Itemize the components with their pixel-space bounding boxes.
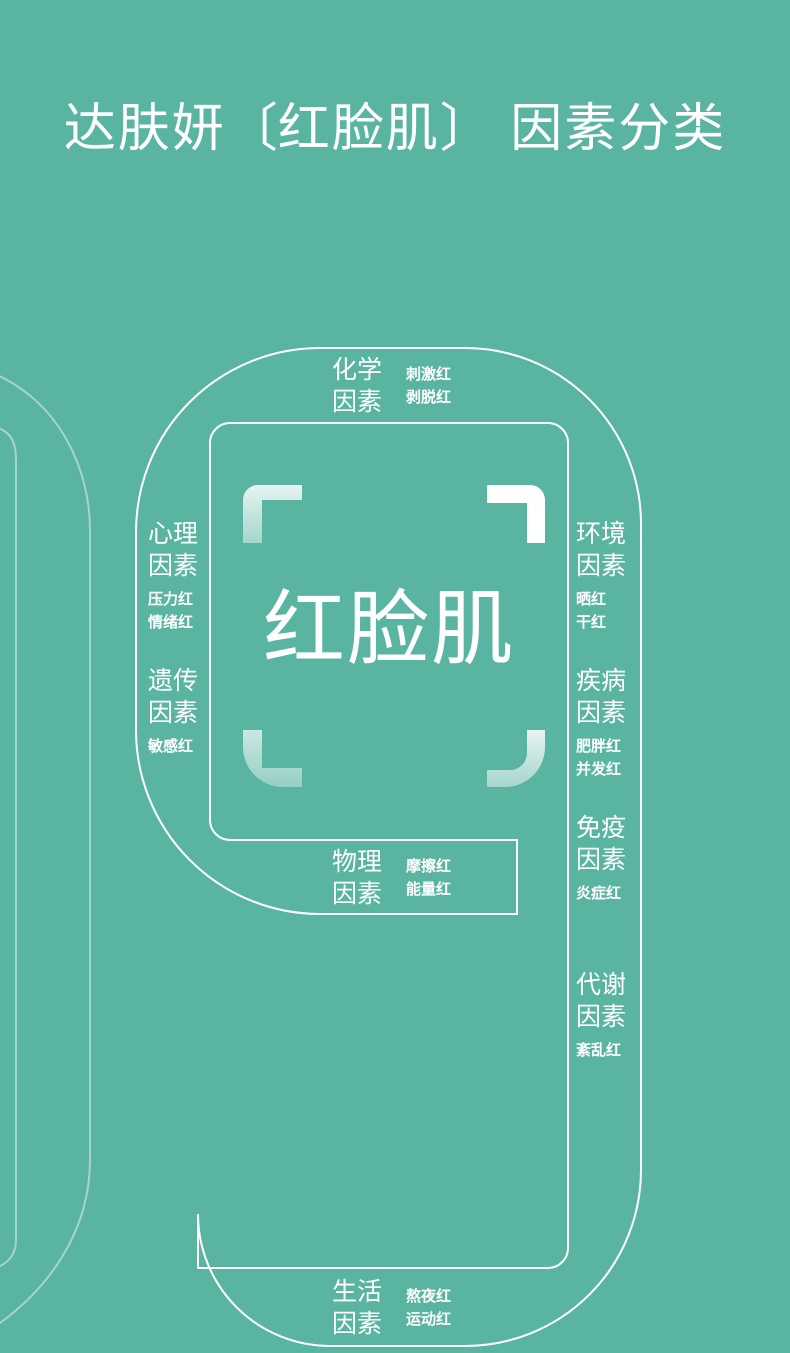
factor-subs: 紊乱红 [576,1041,622,1059]
factor-subs: 炎症红 [576,884,622,902]
factor-subs: 刺激红 剥脱红 [406,365,452,406]
factor-immune: 免疫因素 炎症红 [576,812,636,905]
factor-env: 环境因素 晒红 干红 [576,518,636,634]
corner-bottom-right [487,730,545,787]
factor-name: 心理因素 [148,519,199,580]
factor-disease: 疾病因素 肥胖红 并发红 [576,665,636,781]
left-track-outer [0,375,91,1325]
factor-genetic: 遗传因素 敏感红 [148,665,208,758]
factor-name: 化学因素 [332,355,383,416]
factor-psych: 心理因素 压力红 情绪红 [148,518,208,634]
factor-name: 环境因素 [576,519,627,580]
factor-life: 生活因素 熬夜红 运动红 [332,1276,451,1340]
factor-subs: 摩擦红 能量红 [406,857,452,898]
factor-name: 疾病因素 [576,666,627,727]
factor-name: 免疫因素 [576,813,627,874]
factor-chemical: 化学因素 刺激红 剥脱红 [332,354,451,418]
outer-track [135,347,642,1347]
left-track-inner [0,427,17,1268]
factor-subs: 肥胖红 并发红 [576,737,622,778]
factor-metabolic: 代谢因素 紊乱红 [576,969,636,1062]
factor-subs: 敏感红 [148,737,194,755]
factor-physical: 物理因素 摩擦红 能量红 [332,846,451,910]
factor-subs: 晒红 干红 [576,590,607,631]
corner-top-left [243,485,302,543]
page-title: 达肤妍〔红脸肌〕 因素分类 [63,99,727,159]
factor-name: 遗传因素 [148,666,199,727]
center-label: 红脸肌 [262,582,515,677]
corner-top-right [487,485,545,543]
factor-name: 物理因素 [332,847,383,908]
factor-subs: 熬夜红 运动红 [406,1287,452,1328]
factor-subs: 压力红 情绪红 [148,590,194,631]
factor-name: 生活因素 [332,1277,383,1338]
corner-bottom-left [243,730,302,787]
factor-name: 代谢因素 [576,970,627,1031]
